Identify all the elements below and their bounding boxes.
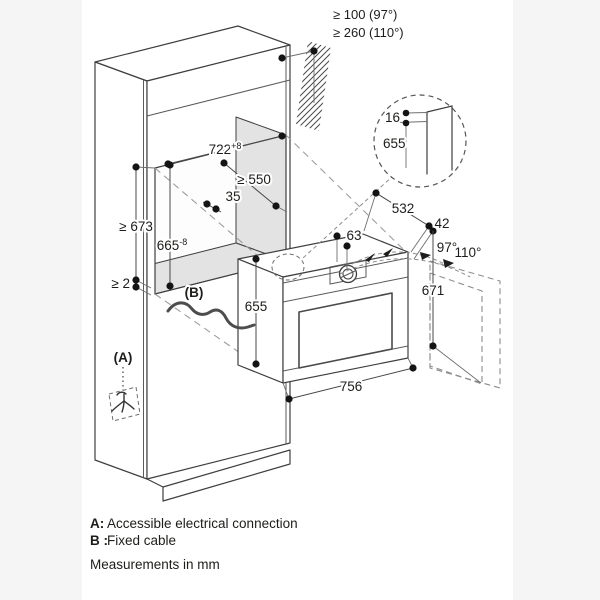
wall-clearance-line (281, 50, 315, 103)
door-angle-110-label: 110° (455, 245, 482, 260)
arc-arrowhead (443, 259, 454, 268)
door-arc-110 (339, 258, 471, 278)
door-swing: 97° 110° (339, 238, 501, 389)
dim-dot (409, 364, 417, 372)
legend-b-key: B : (90, 533, 108, 548)
dim-dot (333, 232, 341, 240)
projection-line (285, 134, 405, 251)
dim-dot (425, 222, 433, 230)
dim-dot (166, 282, 174, 290)
door-open-97-outline (429, 272, 483, 385)
dim-dot (310, 47, 318, 55)
electrical-connection-icon (111, 391, 135, 413)
dim-ext (363, 192, 434, 260)
oven-width-label: 756 (340, 379, 363, 394)
dim-dot (402, 119, 410, 127)
callout-a: (A) (114, 350, 133, 365)
arc-arrowhead (365, 253, 375, 262)
knob-offset-label: 63 (346, 228, 361, 243)
clearance-label-110: ≥ 260 (110°) (333, 25, 404, 40)
fixed-cable (166, 301, 256, 330)
control-knob-pointer (340, 270, 356, 278)
dim-dot (372, 189, 380, 197)
oven (237, 233, 409, 384)
dim-dot (252, 255, 260, 263)
cabinet-left-face (94, 61, 148, 480)
dim-dot (132, 163, 140, 171)
dim-dot (278, 54, 286, 62)
detail-circle: 16 655 (271, 94, 467, 281)
callout-b: (B) (185, 285, 204, 300)
detail-height-label: 655 (383, 136, 406, 151)
arc-arrowhead (383, 248, 393, 257)
arc-arrowhead (420, 252, 431, 260)
cabinet-plinth (162, 449, 291, 502)
door-height-label: 671 (422, 283, 445, 298)
oven-left-face (237, 258, 284, 384)
niche-right-wall (235, 116, 287, 262)
cabinet-height-label: ≥ 673 (119, 219, 153, 234)
dimensions: 722+8 ≥ 550 35 ≥ 673 ≥ 2 665-8 532 42 (109, 132, 482, 403)
door-arc-97 (351, 251, 453, 269)
dim-dot (166, 161, 174, 169)
niche-depth-label: ≥ 550 (237, 172, 271, 187)
connection-box-outline (108, 386, 141, 422)
dim-dot (252, 360, 260, 368)
cabinet-top-panel-line (146, 79, 291, 117)
bottom-gap-label: ≥ 2 (111, 276, 130, 291)
detail-gap-label: 16 (385, 110, 400, 125)
door-angle-97-label: 97° (437, 240, 457, 255)
dim-ext (432, 345, 482, 384)
dim-niche-depth-line (223, 162, 277, 207)
legend-b-text: Fixed cable (107, 533, 176, 548)
oven-panel-divider (282, 276, 409, 303)
dim-dot (429, 342, 437, 350)
clearance-label-97: ≥ 100 (97°) (333, 7, 397, 22)
legend-note: Measurements in mm (90, 557, 220, 572)
oven-height-label: 655 (245, 299, 268, 314)
dim-dot (343, 242, 351, 250)
dim-dot (212, 205, 220, 213)
dim-dot (402, 109, 410, 117)
wall-hatch (296, 41, 331, 131)
plinth-connector (146, 478, 164, 488)
dim-dot (220, 159, 228, 167)
detail-source-circle (271, 253, 305, 281)
dim-dot (132, 276, 140, 284)
niche-height-label: 665-8 (157, 237, 188, 253)
door-thickness-label: 42 (434, 216, 449, 231)
dim-dot (285, 395, 293, 403)
legend-a-key: A: (90, 516, 104, 531)
power-symbol-a: (A) (108, 348, 141, 422)
side-wall: ≥ 100 (97°) ≥ 260 (110°) (278, 7, 404, 131)
dim-dot (278, 132, 286, 140)
detail-magnifier-circle (373, 94, 467, 188)
oven-depth-label: 532 (392, 201, 415, 216)
dim-niche-width-line (167, 135, 283, 165)
legend-a-text: Accessible electrical connection (107, 516, 298, 531)
knob-recess (329, 259, 367, 285)
dim-dot (132, 283, 140, 291)
dim-dot (272, 202, 280, 210)
niche-offset-label: 35 (225, 189, 240, 204)
legend: A: Accessible electrical connection B : … (90, 516, 298, 572)
dim-knob-lines (336, 236, 348, 270)
detail-panel-profile (426, 105, 453, 175)
cable-b: (B) (166, 283, 256, 330)
niche-width-label: 722+8 (209, 141, 242, 157)
oven-door-window (298, 292, 393, 369)
control-knob-ring (342, 268, 354, 280)
dim-oven-width-line (288, 367, 414, 400)
dim-dot (203, 200, 211, 208)
